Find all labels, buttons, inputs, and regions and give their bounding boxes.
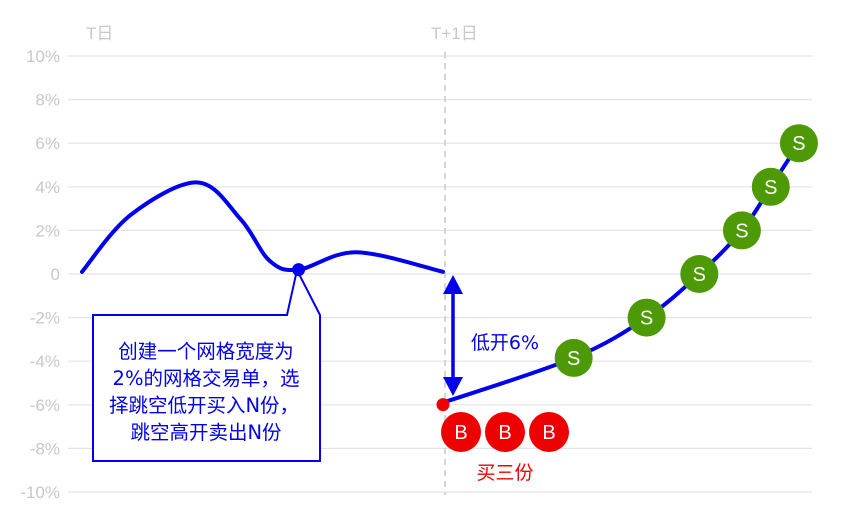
sell-marker: S bbox=[554, 338, 593, 377]
series-line bbox=[80, 180, 445, 274]
callout-line-3: 择跳空低开买入N份， bbox=[109, 394, 299, 417]
sell-marker: S bbox=[680, 255, 719, 293]
callout-line-4: 跳空高开卖出N份 bbox=[130, 421, 281, 444]
sell-marker-label: S bbox=[735, 220, 748, 242]
gap-label: 低开6% bbox=[471, 332, 539, 354]
grid-created-point bbox=[292, 263, 306, 277]
y-tick-label: -8% bbox=[30, 439, 60, 458]
y-tick-label: 0 bbox=[51, 265, 60, 284]
sell-marker: S bbox=[722, 211, 761, 250]
x-category-label: T+1日 bbox=[431, 24, 478, 43]
buy-marker-circle bbox=[529, 412, 569, 452]
buy-marker-circle bbox=[441, 412, 481, 452]
y-tick-label: 4% bbox=[35, 178, 60, 197]
callout-line-2: 2%的网格交易单，选 bbox=[113, 367, 300, 390]
buy-marker: B bbox=[529, 412, 569, 452]
callout-box bbox=[92, 267, 321, 462]
x-category-label: T日 bbox=[86, 24, 113, 43]
sell-marker-label: S bbox=[567, 348, 580, 370]
callout-line-1: 创建一个网格宽度为 bbox=[118, 340, 294, 363]
y-axis-ticks: 10% 8% 6% 4% 2% 0 -2% -4% -6% -8% -10% bbox=[20, 47, 60, 502]
buy-marker-label: B bbox=[542, 422, 555, 444]
sell-marker-label: S bbox=[693, 264, 706, 286]
sell-marker-circle bbox=[627, 298, 666, 337]
buy-marker-circle bbox=[485, 412, 525, 452]
y-tick-label: 8% bbox=[35, 91, 60, 110]
y-tick-label: 6% bbox=[35, 134, 60, 153]
y-tick-label: -10% bbox=[20, 483, 60, 502]
sell-marker-circle bbox=[751, 167, 790, 206]
sell-marker-label: S bbox=[640, 308, 653, 330]
buy-text: 买三份 bbox=[476, 462, 533, 484]
sell-marker: S bbox=[627, 298, 666, 337]
gap-open-point bbox=[436, 398, 450, 412]
sell-marker: S bbox=[779, 124, 818, 163]
sell-marker-label: S bbox=[764, 177, 777, 199]
y-tick-label: 2% bbox=[35, 221, 60, 240]
buy-marker-label: B bbox=[454, 422, 467, 444]
sell-marker-circle bbox=[554, 338, 593, 377]
sell-marker-circle bbox=[680, 255, 719, 293]
buy-marker: B bbox=[441, 412, 481, 452]
sell-marker-circle bbox=[779, 124, 818, 163]
y-tick-label: 10% bbox=[26, 47, 60, 66]
series-line bbox=[441, 141, 801, 405]
x-axis-categories: T日 T+1日 bbox=[86, 24, 478, 43]
gap-arrow bbox=[443, 275, 463, 396]
sell-marker: S bbox=[751, 167, 790, 206]
y-tick-label: -6% bbox=[30, 396, 60, 415]
arrow-down-icon bbox=[443, 377, 463, 396]
y-tick-label: -4% bbox=[30, 352, 60, 371]
callout: 创建一个网格宽度为 2%的网格交易单，选 择跳空低开买入N份， 跳空高开卖出N份 bbox=[92, 267, 321, 462]
buy-marker-label: B bbox=[498, 422, 511, 444]
buy-marker: B bbox=[485, 412, 525, 452]
sell-marker-label: S bbox=[792, 133, 805, 155]
sell-marker-circle bbox=[722, 211, 761, 250]
y-tick-label: -2% bbox=[30, 309, 60, 328]
arrow-up-icon bbox=[443, 275, 463, 294]
